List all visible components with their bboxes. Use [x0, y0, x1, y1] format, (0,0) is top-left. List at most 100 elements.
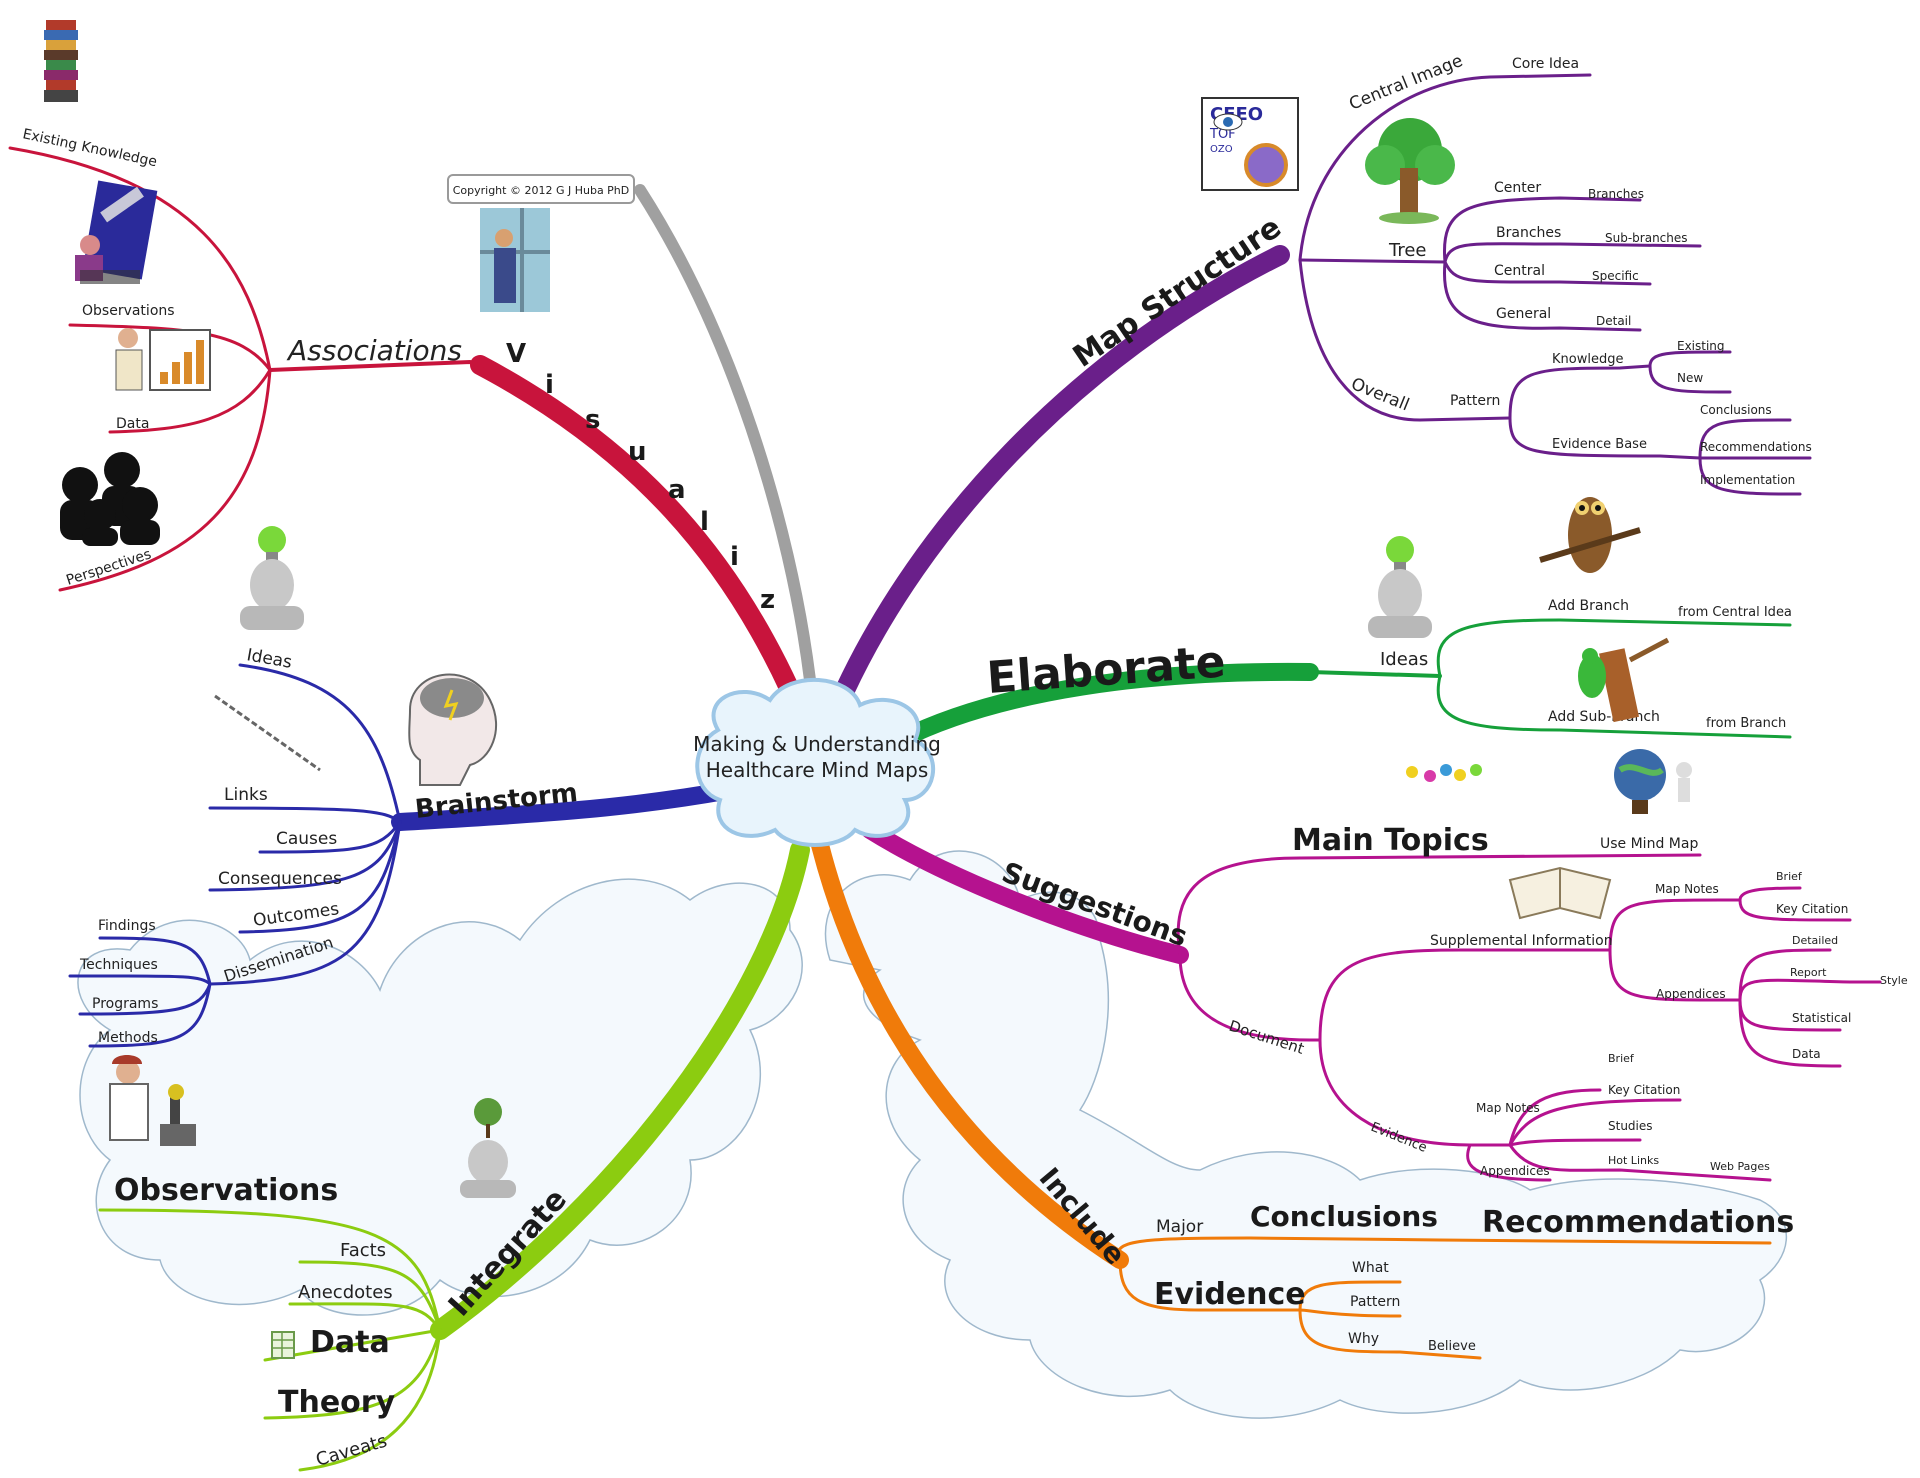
anecdotes-label: Anecdotes: [298, 1282, 393, 1303]
integrate-cloud: [77, 878, 803, 1316]
statistical-label: Statistical: [1792, 1011, 1851, 1025]
globe-icon: [1614, 749, 1692, 814]
evidence-big-label: Evidence: [1154, 1277, 1306, 1312]
copyright-text: Copyright © 2012 G J Huba PhD: [453, 184, 630, 197]
brainstorm-branch: [391, 781, 739, 831]
visualize-letter-1: V: [506, 339, 526, 369]
add-sub-branch-label: Add Sub-branch: [1548, 709, 1660, 725]
visualize-letter-2: i: [545, 370, 554, 400]
facts-label: Facts: [340, 1240, 386, 1261]
techniques-label: Techniques: [79, 957, 158, 973]
brain-storm-icon: [408, 673, 498, 786]
copyright-branch: [634, 184, 816, 686]
data-label: Data: [116, 416, 149, 432]
recommendations-label: Recommendations: [1700, 440, 1812, 454]
visualize-letter-8: z: [760, 585, 775, 615]
presenter-chart-icon: [115, 328, 211, 391]
appendices-label: Appendices: [1656, 987, 1726, 1001]
elaborate-branch: [891, 662, 1319, 749]
telescope-icon: [75, 180, 158, 284]
links-label: Links: [224, 785, 268, 805]
integrate-subtree: [98, 1208, 442, 1472]
style-label: Style: [1880, 974, 1908, 987]
document-label: Document: [1227, 1017, 1307, 1058]
web-pages-label: Web Pages: [1710, 1160, 1770, 1173]
eye-chart-icon: CFEO TOF OZO: [1201, 97, 1299, 191]
tree-item-1-right: Branches: [1588, 187, 1644, 201]
head-plant-icon: [460, 1098, 516, 1198]
central-idea: Making & Understanding Healthcare Mind M…: [693, 678, 941, 847]
implementation-label: Implementation: [1700, 473, 1795, 487]
tree-item-2-right: Sub-branches: [1605, 231, 1688, 245]
include-subtree: [1116, 1236, 1772, 1360]
tree-item-4-right: Detail: [1596, 314, 1631, 328]
evidence-label: Evidence: [1369, 1120, 1429, 1156]
integrate-data-label: Data: [310, 1325, 390, 1360]
cloud-regions: [77, 850, 1787, 1419]
why-label: Why: [1348, 1331, 1379, 1347]
map-structure-subtree: [1298, 73, 1812, 496]
spreadsheet-icon: [271, 1331, 295, 1359]
open-book-icon: [1508, 866, 1612, 920]
major-label: Major: [1156, 1217, 1203, 1237]
visualize-letter-6: l: [700, 507, 709, 537]
tree-label: Tree: [1388, 240, 1427, 261]
copyright-box: Copyright © 2012 G J Huba PhD: [447, 174, 635, 204]
owl-icon: [1539, 497, 1641, 573]
believe-label: Believe: [1428, 1339, 1476, 1354]
central-cloud: [695, 678, 935, 847]
visualize-label: V i s u a l i z: [506, 339, 775, 615]
integrate-branch: [430, 840, 810, 1340]
conclusions-big-label: Conclusions: [1250, 1200, 1438, 1233]
head-lightbulb-elaborate-icon: [1368, 536, 1432, 638]
recommendations-big-label: Recommendations: [1482, 1205, 1794, 1240]
detailed-label: Detailed: [1792, 934, 1838, 947]
elaborate-ideas-label: Ideas: [1380, 649, 1428, 670]
central-line-1: Making & Understanding: [693, 732, 941, 756]
existing-knowledge-label: Existing Knowledge: [21, 126, 158, 170]
use-mind-map-label: Use Mind Map: [1600, 836, 1698, 852]
core-idea-label: Core Idea: [1512, 56, 1579, 72]
theory-label: Theory: [278, 1385, 396, 1420]
brainstorm-ideas-label: Ideas: [245, 645, 293, 673]
bird-branch-icon: [1578, 637, 1670, 723]
svg-text:OZO: OZO: [1210, 144, 1233, 155]
map-notes-label: Map Notes: [1655, 882, 1719, 896]
visualize-letter-3: s: [585, 405, 600, 435]
map-structure-branch: [835, 245, 1290, 700]
include-branch: [811, 836, 1129, 1269]
tree-item-3-left: Central: [1494, 263, 1545, 279]
knowledge-label: Knowledge: [1552, 352, 1623, 367]
central-line-2: Healthcare Mind Maps: [706, 758, 929, 782]
ev-brief-label: Brief: [1608, 1052, 1635, 1065]
visualize-branch: [470, 355, 800, 700]
ev-hot-links-label: Hot Links: [1608, 1154, 1659, 1167]
suggestions-branch: [861, 821, 1189, 964]
elaborate-subtree: [1436, 618, 1792, 739]
tree-item-2-left: Branches: [1496, 225, 1561, 241]
tree-item-4-left: General: [1496, 306, 1551, 322]
overall-label: Overall: [1348, 374, 1412, 415]
people-silhouettes-icon: [60, 452, 160, 546]
perspectives-label: Perspectives: [64, 546, 153, 589]
from-branch-label: from Branch: [1706, 716, 1786, 731]
books-icon: [44, 20, 78, 102]
associations-label: Associations: [286, 334, 462, 367]
suggestions-subtree: [1176, 853, 1882, 1182]
visualize-letter-7: i: [730, 542, 739, 572]
report-label: Report: [1790, 966, 1827, 979]
brainstorm-subtree: [68, 663, 402, 1048]
ev-studies-label: Studies: [1608, 1119, 1653, 1133]
conclusions-label: Conclusions: [1700, 403, 1772, 417]
brief-label: Brief: [1776, 870, 1803, 883]
observations-label: Observations: [82, 303, 175, 319]
ev-appendices-label: Appendices: [1480, 1164, 1550, 1178]
man-window-icon: [480, 208, 550, 312]
caveats-label: Caveats: [314, 1431, 390, 1471]
associations-line: [268, 359, 484, 372]
lightbulbs-icon: [1406, 764, 1482, 782]
elaborate-label: Elaborate: [985, 636, 1227, 704]
head-lightbulb-icon: [240, 526, 304, 630]
key-citation-label: Key Citation: [1776, 902, 1848, 916]
